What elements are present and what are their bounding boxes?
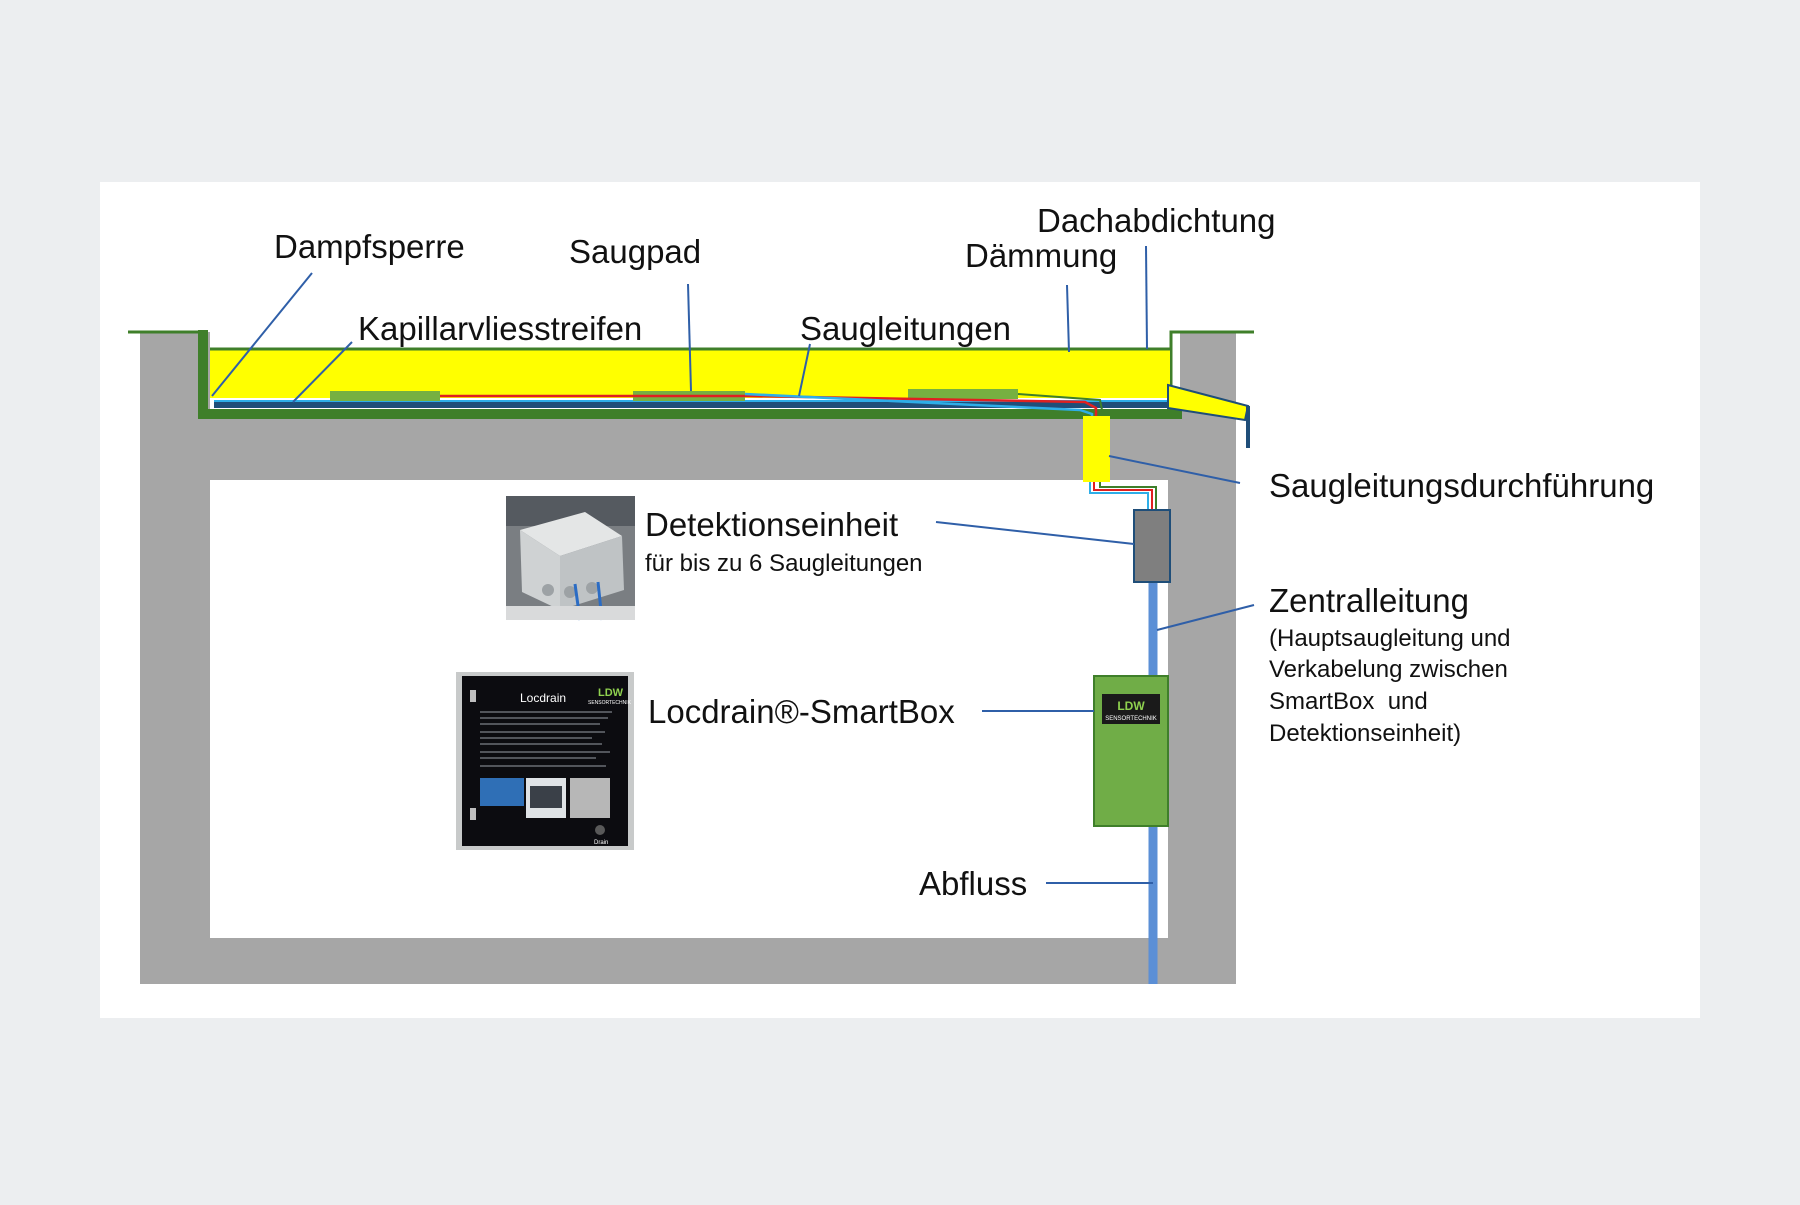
label-dampfsperre: Dampfsperre xyxy=(274,228,465,265)
label-kapillarvliesstreifen: Kapillarvliesstreifen xyxy=(358,310,642,347)
concrete-structure xyxy=(140,332,1236,984)
saugleitungsdurchfuehrung-sleeve xyxy=(1083,416,1110,482)
roof-drain-spout xyxy=(1167,383,1250,422)
saugpad-1 xyxy=(330,391,440,401)
leader-dachabdichtung xyxy=(1145,245,1148,350)
leader-dampfsperre xyxy=(211,272,313,397)
label-saugpad: Saugpad xyxy=(569,233,701,270)
leader-saugleitungsdurchfuehrung xyxy=(1108,455,1241,484)
label-smartbox: Locdrain®-SmartBox xyxy=(648,693,955,730)
leader-detektionseinheit xyxy=(935,521,1135,545)
label-zentralleitung-sub-3: SmartBox und xyxy=(1269,688,1428,715)
smartbox-logo-sub: SENSORTECHNIK xyxy=(1105,716,1157,722)
label-zentralleitung-sub-4: Detektionseinheit) xyxy=(1269,720,1461,747)
label-zentralleitung: Zentralleitung xyxy=(1269,582,1469,619)
leader-saugleitungen xyxy=(798,343,811,397)
label-zentralleitung-sub-1: (Hauptsaugleitung und xyxy=(1269,625,1511,652)
label-detektionseinheit: Detektionseinheit xyxy=(645,506,898,543)
junction-box-photo xyxy=(506,496,635,621)
suction-line-green xyxy=(1017,393,1105,421)
photo-brand: LDW xyxy=(598,687,624,699)
label-saugleitungen: Saugleitungen xyxy=(800,310,1011,347)
leader-kapillarvliesstreifen xyxy=(292,341,353,403)
label-saugleitungsdurchfuehrung: Saugleitungsdurchführung xyxy=(1269,467,1654,504)
photo-brand-sub: SENSORTECHNIK xyxy=(588,700,632,706)
smartbox-logo-plate xyxy=(1102,694,1160,724)
detection-unit-box xyxy=(1133,509,1171,583)
feedthrough-line-blue xyxy=(1089,482,1149,510)
photo-locdrain-title: Locdrain xyxy=(520,691,566,705)
smartbox-panel-photo: Locdrain LDW SENSORTECHNIK Drain xyxy=(456,672,634,850)
leader-daemmung xyxy=(1066,284,1070,353)
feedthrough-line-green xyxy=(1099,482,1157,510)
diagram-panel xyxy=(100,182,1700,1018)
suction-line-red xyxy=(440,394,1098,420)
leader-saugpad xyxy=(687,283,692,392)
smartbox-logo-brand: LDW xyxy=(1117,699,1145,713)
label-daemmung: Dämmung xyxy=(965,237,1117,274)
label-zentralleitung-sub-2: Verkabelung zwischen xyxy=(1269,656,1508,683)
leader-zentralleitung xyxy=(1156,604,1255,631)
roof-membrane-edge xyxy=(198,330,1182,419)
saugpad-3 xyxy=(908,389,1018,399)
label-detektionseinheit-sub: für bis zu 6 Saugleitungen xyxy=(645,550,923,577)
label-dachabdichtung: Dachabdichtung xyxy=(1037,202,1276,239)
photo-button-caption: Drain xyxy=(594,840,608,846)
feedthrough-line-red xyxy=(1093,482,1153,510)
label-abfluss: Abfluss xyxy=(919,865,1027,902)
